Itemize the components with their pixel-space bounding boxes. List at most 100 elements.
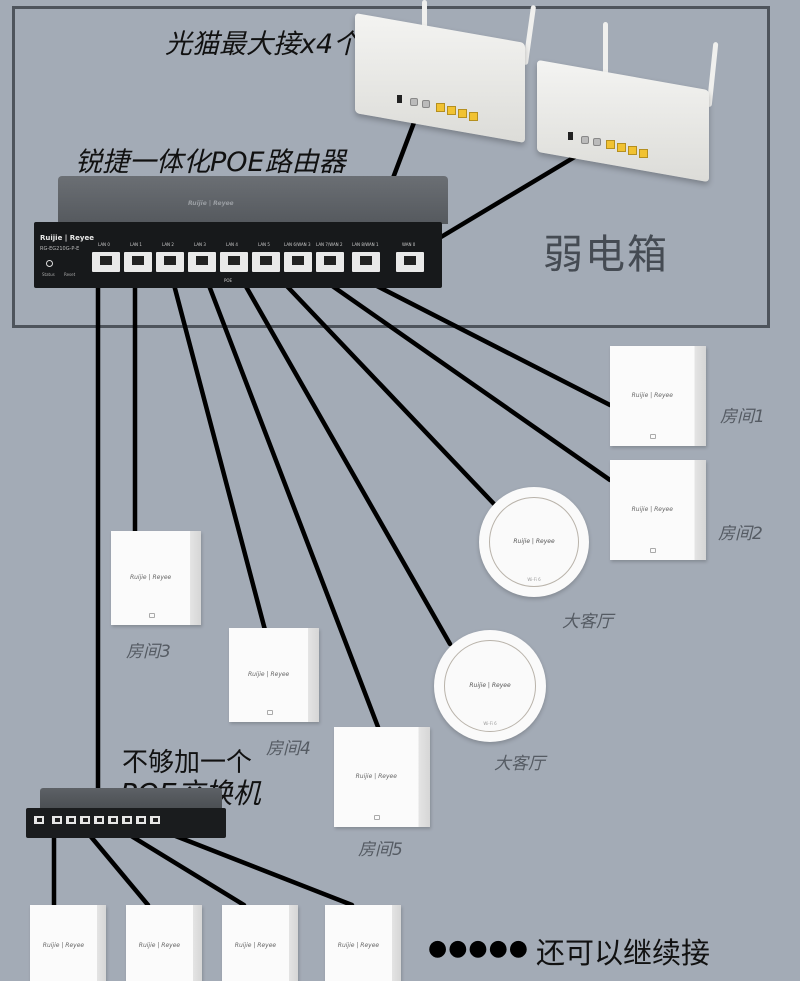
switch-port xyxy=(136,816,146,824)
poe-switch-front xyxy=(26,808,226,838)
port-label: LAN 1 xyxy=(130,242,142,247)
cable-lan2-room4 xyxy=(165,259,268,633)
poe-router-front-panel: Ruijie | Reyee RG-EG210G-P-E Status Rese… xyxy=(34,222,442,288)
port-lan3 xyxy=(188,252,216,272)
ap-logo: Ruijie | Reyee xyxy=(631,392,673,399)
led-icon xyxy=(374,815,381,820)
switch-port xyxy=(66,816,76,824)
power-port xyxy=(397,95,402,103)
panel-ap-room1: Ruijie | Reyee xyxy=(610,346,706,446)
status-label: Status xyxy=(42,272,55,277)
living2-label: 大客厅 xyxy=(494,754,545,774)
port-label: LAN 8/WAN 1 xyxy=(352,242,379,247)
ceiling-ap-living2: Ruijie | Reyee Wi-Fi 6 xyxy=(434,630,546,742)
led-icon xyxy=(650,434,657,439)
router-brand: Ruijie | Reyee xyxy=(40,234,94,242)
room4-label: 房间4 xyxy=(266,739,311,759)
room5-label: 房间5 xyxy=(358,840,403,860)
weak-box-label: 弱电箱 xyxy=(543,232,669,278)
ap-logo: Ruijie | Reyee xyxy=(631,506,673,513)
ap-logo: Ruijie | Reyee xyxy=(247,671,290,679)
ap-logo: Ruijie | Reyee xyxy=(42,941,85,949)
switch-port xyxy=(80,816,90,824)
optical-modem-2 xyxy=(535,20,725,183)
port-lan7-wan2 xyxy=(316,252,344,272)
room2-label: 房间2 xyxy=(718,524,763,544)
ap-logo: Ruijie | Reyee xyxy=(513,537,555,545)
phone-port xyxy=(422,100,430,108)
panel-ap-switch-2: Ruijie | Reyee xyxy=(126,905,202,981)
led-icon xyxy=(148,613,155,618)
port-label: LAN 2 xyxy=(162,242,174,247)
router-model: RG-EG210G-P-E xyxy=(40,246,80,252)
wifi-badge: Wi-Fi 6 xyxy=(483,721,497,727)
port-label: LAN 7/WAN 2 xyxy=(316,242,343,247)
room3-label: 房间3 xyxy=(126,642,171,662)
ap-ring xyxy=(444,640,536,732)
port-label: LAN 6/WAN 3 xyxy=(284,242,311,247)
lan-port-yellow xyxy=(458,109,467,118)
ap-logo: Ruijie | Reyee xyxy=(469,681,511,689)
ap-logo: Ruijie | Reyee xyxy=(337,941,380,949)
port-label: LAN 5 xyxy=(258,242,270,247)
reset-label: Reset xyxy=(64,272,76,277)
panel-ap-room2: Ruijie | Reyee xyxy=(610,460,706,560)
modem-body xyxy=(355,13,525,143)
living1-label: 大客厅 xyxy=(562,612,613,632)
port-label: WAN 0 xyxy=(402,242,416,247)
phone-port xyxy=(593,138,601,146)
lan-port-yellow xyxy=(628,146,637,155)
panel-ap-room5: Ruijie | Reyee xyxy=(334,727,430,827)
cable-sw-ap3 xyxy=(112,823,247,908)
cable-sw-ap4 xyxy=(147,823,355,908)
lan-port-yellow xyxy=(447,106,456,115)
switch-port xyxy=(94,816,104,824)
cable-lan3-room5 xyxy=(197,259,381,730)
switch-port xyxy=(122,816,132,824)
led-icon xyxy=(266,710,273,715)
cable-lan6-room2 xyxy=(295,259,613,483)
continue-dots: ●●●●● xyxy=(428,936,529,961)
modem-limit-label: 光猫最大接x4个 xyxy=(165,29,361,60)
port-lan8-wan1 xyxy=(352,252,380,272)
switch-note-line1: 不够加一个 xyxy=(122,748,253,778)
ap-logo: Ruijie | Reyee xyxy=(129,574,172,582)
router-top-logo: Ruijie | Reyee xyxy=(188,200,234,207)
poe-label: POE xyxy=(224,278,233,283)
port-lan5 xyxy=(252,252,280,272)
ap-logo: Ruijie | Reyee xyxy=(234,941,277,949)
switch-port xyxy=(150,816,160,824)
lan-port-yellow xyxy=(639,149,648,158)
phone-port xyxy=(410,98,418,106)
panel-ap-switch-1: Ruijie | Reyee xyxy=(30,905,106,981)
switch-port xyxy=(34,816,44,824)
cable-lan4-living2 xyxy=(229,259,453,647)
port-lan6-wan3 xyxy=(284,252,312,272)
lan-port-yellow xyxy=(606,140,615,149)
ap-logo: Ruijie | Reyee xyxy=(138,941,181,949)
phone-port xyxy=(581,136,589,144)
switch-port xyxy=(108,816,118,824)
led-icon xyxy=(650,548,657,553)
modem-body xyxy=(537,59,709,183)
room1-label: 房间1 xyxy=(720,407,765,427)
status-led-icon xyxy=(46,260,53,267)
port-wan0 xyxy=(396,252,424,272)
panel-ap-room3: Ruijie | Reyee xyxy=(111,531,201,625)
lan-port-yellow xyxy=(436,103,445,112)
port-label: LAN 3 xyxy=(194,242,206,247)
panel-ap-room4: Ruijie | Reyee xyxy=(229,628,319,722)
optical-modem-1 xyxy=(350,0,537,143)
ceiling-ap-living1: Ruijie | Reyee Wi-Fi 6 xyxy=(479,487,589,597)
ap-logo: Ruijie | Reyee xyxy=(355,773,397,780)
panel-ap-switch-3: Ruijie | Reyee xyxy=(222,905,298,981)
cable-sw-ap2 xyxy=(79,823,151,908)
continue-note: 还可以继续接 xyxy=(536,936,711,970)
poe-router-top: Ruijie | Reyee xyxy=(58,176,448,224)
antenna xyxy=(603,22,608,82)
port-label: LAN 4 xyxy=(226,242,238,247)
power-port xyxy=(568,132,573,140)
cable-modem2-wan0 xyxy=(413,137,606,255)
wifi-badge: Wi-Fi 6 xyxy=(527,576,541,582)
